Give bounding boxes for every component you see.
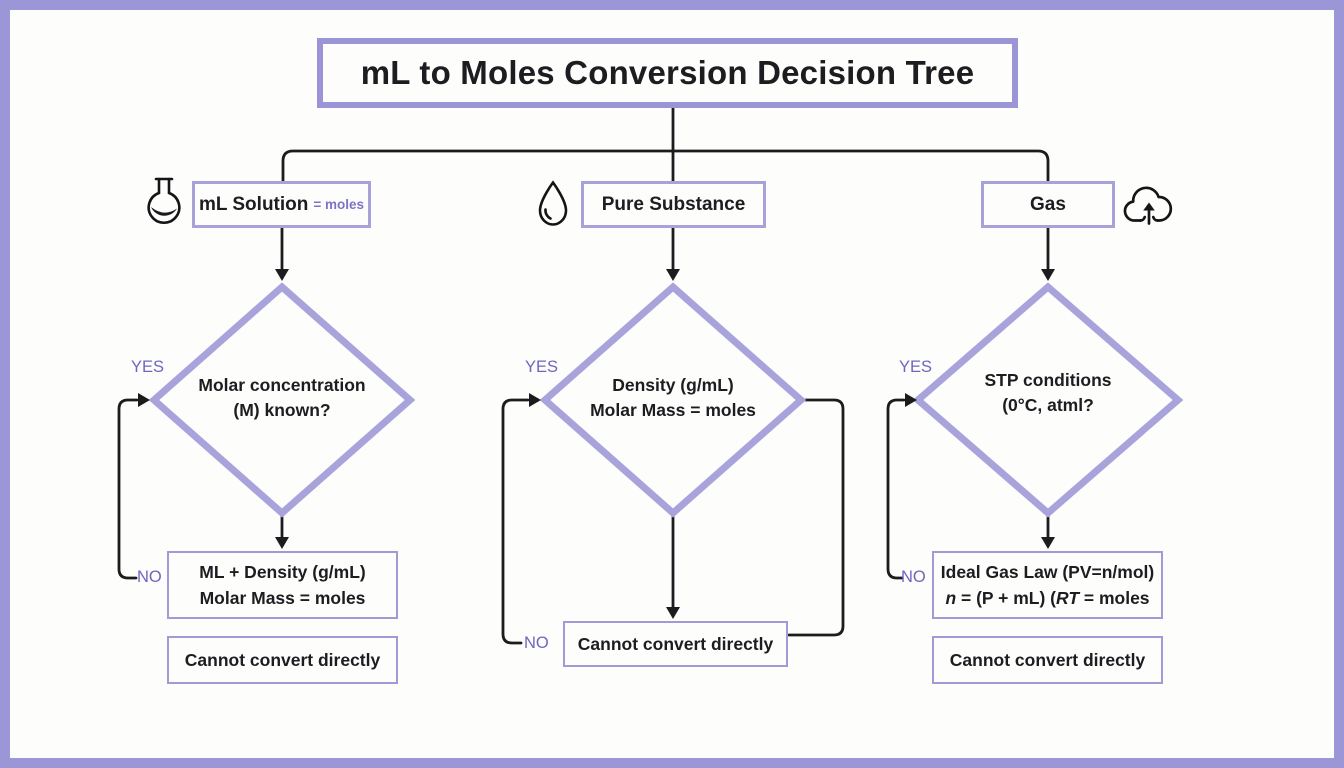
decision-diamond-left	[148, 282, 416, 518]
yes-label-pure-substance: YES	[525, 358, 559, 376]
arrowhead-down	[275, 537, 289, 549]
arrowhead-down	[1041, 537, 1055, 549]
no-label-solution: NO	[137, 568, 162, 586]
header-label-gas: Gas	[1030, 193, 1066, 215]
title-box: mL to Moles Conversion Decision Tree	[317, 38, 1018, 108]
cloud-upload-icon	[1123, 186, 1173, 225]
decision-line: (0°C, atml?	[1002, 395, 1094, 415]
connector-branch-bar	[281, 149, 1050, 183]
loop-mid-branch-right	[787, 398, 845, 637]
loop-left-branch	[117, 398, 139, 580]
yes-label-solution: YES	[131, 358, 165, 376]
decision-text-solution: Molar concentration (M) known?	[152, 373, 412, 423]
decision-line: Molar Mass = moles	[590, 400, 756, 420]
result-line-part: n	[945, 588, 957, 608]
no-label-pure-substance: NO	[524, 634, 549, 652]
result-box-gas: Ideal Gas Law (PV=n/mol) n = (P + mL) (R…	[932, 551, 1163, 619]
flask-icon	[147, 177, 181, 224]
header-box-gas: Gas	[981, 181, 1115, 228]
no-label-gas: NO	[901, 568, 926, 586]
arrowhead-right	[529, 393, 541, 407]
arrowhead-down	[666, 269, 680, 281]
header-suffix-solution: = moles	[313, 197, 365, 212]
header-label-solution: mL Solution	[198, 193, 309, 215]
result-line: n = (P + mL) (RT = moles	[945, 585, 1149, 611]
decision-text-pure-substance: Density (g/mL) Molar Mass = moles	[543, 373, 803, 423]
arrowhead-down	[275, 269, 289, 281]
result-line-part: RT	[1056, 588, 1080, 608]
droplet-icon	[538, 180, 568, 226]
arrowhead-right	[138, 393, 150, 407]
fallback-box-gas: Cannot convert directly	[932, 636, 1163, 684]
decision-line: Molar concentration	[198, 375, 366, 395]
header-box-pure-substance: Pure Substance	[581, 181, 766, 228]
decision-line: (M) known?	[233, 400, 331, 420]
result-box-solution: ML + Density (g/mL) Molar Mass = moles	[167, 551, 398, 619]
fallback-text: Cannot convert directly	[184, 650, 381, 670]
decision-line: Density (g/mL)	[612, 375, 734, 395]
loop-mid-branch-left	[501, 398, 530, 645]
decision-text-gas: STP conditions (0°C, atml?	[918, 368, 1178, 418]
header-label-pure-substance: Pure Substance	[601, 193, 746, 215]
result-line-part: = (P + mL) (	[956, 588, 1056, 608]
decision-line: STP conditions	[984, 370, 1112, 390]
fallback-box-solution: Cannot convert directly	[167, 636, 398, 684]
result-line: Molar Mass = moles	[199, 588, 366, 608]
fallback-text: Cannot convert directly	[949, 650, 1146, 670]
result-line: Ideal Gas Law (PV=n/mol)	[940, 562, 1155, 582]
page-title: mL to Moles Conversion Decision Tree	[360, 54, 975, 91]
yes-label-gas: YES	[899, 358, 933, 376]
result-line-part: = moles	[1079, 588, 1150, 608]
decision-diamond-right	[912, 282, 1184, 518]
fallback-text: Cannot convert directly	[577, 634, 774, 654]
decision-diamond-mid	[539, 282, 807, 518]
fallback-box-pure-substance: Cannot convert directly	[563, 621, 788, 667]
header-box-solution: mL Solution = moles	[192, 181, 371, 228]
arrowhead-down	[1041, 269, 1055, 281]
arrowhead-right	[905, 393, 917, 407]
arrowhead-down	[666, 607, 680, 619]
result-line: ML + Density (g/mL)	[199, 562, 366, 582]
loop-right-branch	[886, 398, 906, 580]
